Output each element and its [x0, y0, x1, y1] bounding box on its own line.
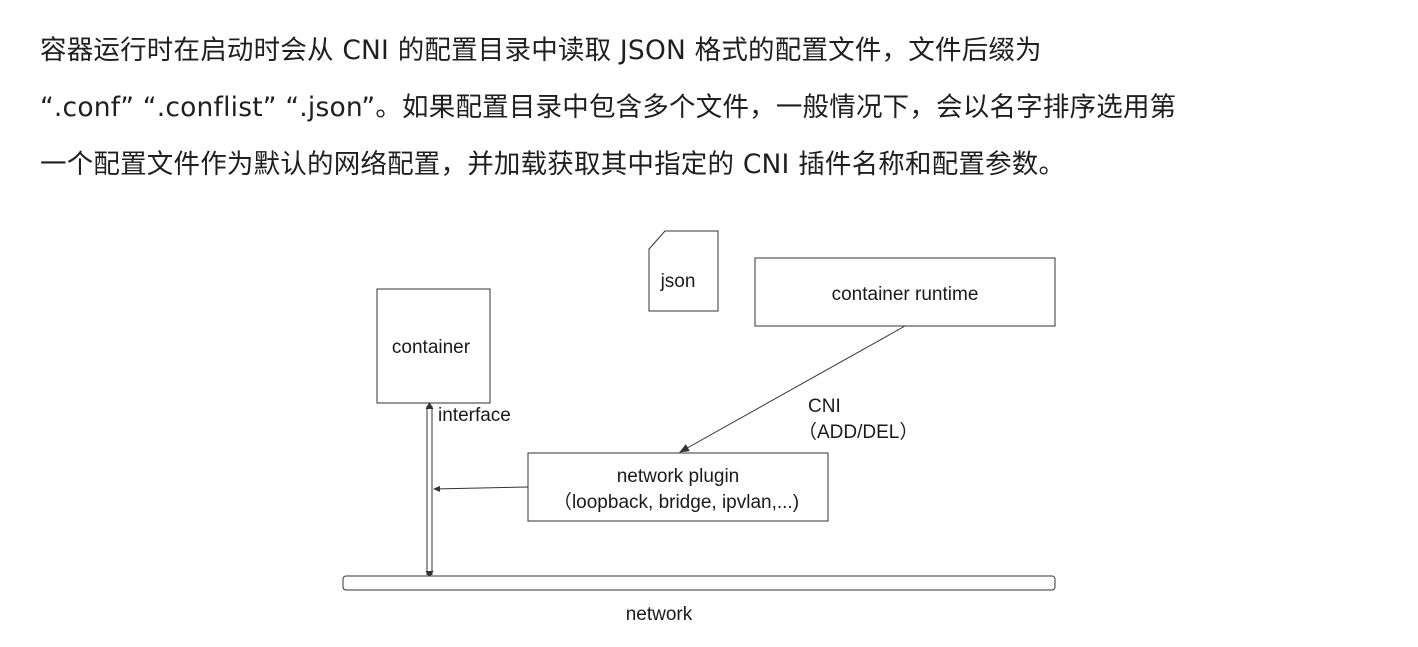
network-plugin-box: network plugin （loopback, bridge, ipvlan…	[527, 452, 829, 522]
cni-call-arrow: CNI （ADD/DEL）	[679, 325, 918, 453]
container-box: container	[376, 288, 491, 404]
json-document-icon: json	[648, 230, 719, 312]
network-bar: network	[342, 575, 1056, 625]
cni-ops-label: （ADD/DEL）	[798, 421, 918, 443]
container-runtime-label: container runtime	[832, 284, 979, 305]
paragraph-line-1: 容器运行时在启动时会从 CNI 的配置目录中读取 JSON 格式的配置文件，文件…	[40, 35, 1042, 66]
container-label: container	[392, 337, 471, 358]
paragraph-line-3: 一个配置文件作为默认的网络配置，并加载获取其中指定的 CNI 插件名称和配置参数…	[40, 149, 1066, 180]
json-document-label: json	[660, 271, 696, 292]
interface-link: interface	[425, 402, 511, 578]
description-paragraph: 容器运行时在启动时会从 CNI 的配置目录中读取 JSON 格式的配置文件，文件…	[40, 22, 1390, 193]
network-label: network	[626, 604, 693, 625]
cni-label: CNI	[808, 396, 841, 417]
network-plugin-examples-label: （loopback, bridge, ipvlan,...)	[553, 491, 799, 513]
container-runtime-box: container runtime	[754, 257, 1056, 327]
interface-label: interface	[438, 405, 511, 426]
plugin-to-interface-arrow	[433, 485, 529, 492]
network-plugin-label: network plugin	[617, 466, 740, 487]
paragraph-line-2: “.conf” “.conflist” “.json”。如果配置目录中包含多个文…	[40, 92, 1177, 123]
